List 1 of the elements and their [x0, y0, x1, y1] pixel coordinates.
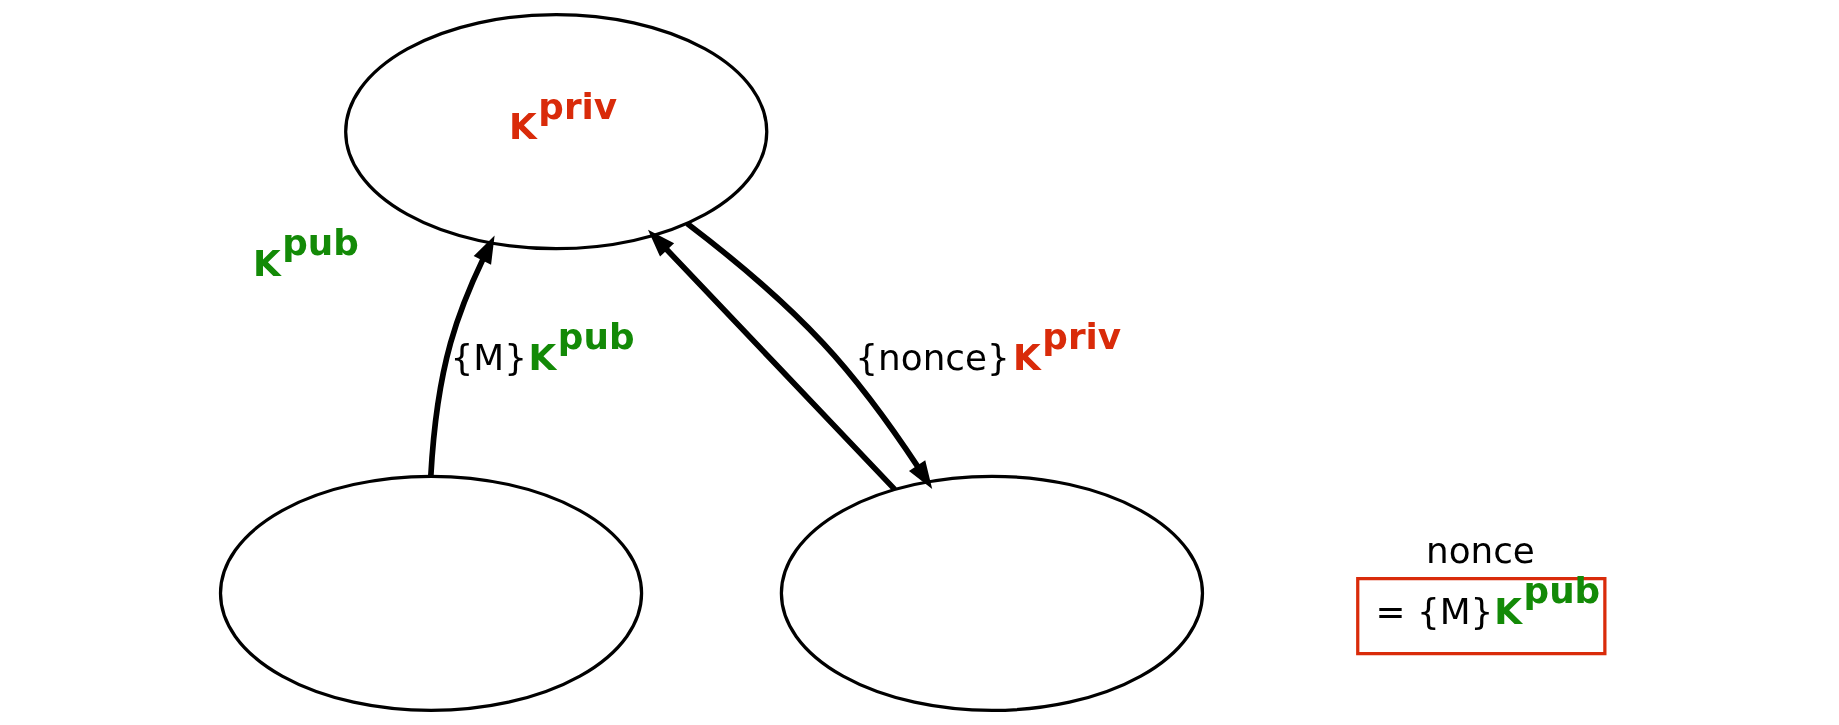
node-label: nonce [1425, 530, 1535, 572]
